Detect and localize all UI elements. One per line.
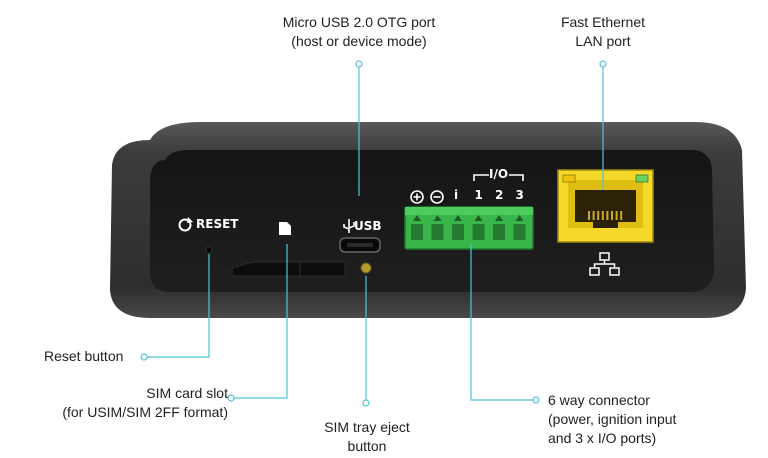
usb-label: USB (354, 219, 382, 233)
pin-label: 2 (495, 188, 503, 202)
ethernet-port (558, 170, 653, 242)
reset-pinhole (206, 247, 212, 253)
callout-line: button (312, 437, 422, 456)
callout-ethernet: Fast Ethernet LAN port (553, 13, 653, 51)
pin-label: 3 (516, 188, 524, 202)
callout-micro-usb: Micro USB 2.0 OTG port (host or device m… (270, 13, 448, 51)
callout-connector: 6 way connector (power, ignition input a… (548, 391, 676, 448)
pin-label: 1 (475, 188, 483, 202)
callout-line: SIM card slot (22, 384, 228, 403)
callout-reset: Reset button (44, 347, 123, 366)
ethernet-contact (616, 211, 618, 220)
callout-line: (host or device mode) (270, 32, 448, 51)
sim-eject-hole (361, 263, 371, 273)
callout-sim-eject: SIM tray eject button (312, 418, 422, 456)
ethernet-contact (602, 211, 604, 220)
callout-line: SIM tray eject (312, 418, 422, 437)
ethernet-contact (588, 211, 590, 220)
pin-label: i (454, 188, 458, 202)
callout-line: and 3 x I/O ports) (548, 429, 676, 448)
ethernet-contact (611, 211, 613, 220)
ethernet-contact (597, 211, 599, 220)
io-group-label: I/O (489, 167, 508, 181)
callout-line: 6 way connector (548, 391, 676, 410)
connector-pin-socket (432, 224, 444, 240)
ethernet-contact (620, 211, 622, 220)
connector-pin-socket (411, 224, 423, 240)
callout-sim-slot: SIM card slot (for USIM/SIM 2FF format) (22, 384, 228, 422)
callout-line: (for USIM/SIM 2FF format) (22, 403, 228, 422)
connector-pin-socket (452, 224, 464, 240)
reset-label: RESET (196, 217, 238, 231)
ethernet-contact (606, 211, 608, 220)
callout-line: (power, ignition input (548, 410, 676, 429)
connector-pin-socket (493, 224, 505, 240)
sim-slot (232, 262, 345, 276)
callout-line: Micro USB 2.0 OTG port (270, 13, 448, 32)
ethernet-contact (593, 211, 595, 220)
callout-line: LAN port (553, 32, 653, 51)
connector-pin-socket (473, 224, 485, 240)
connector-pin-socket (514, 224, 526, 240)
callout-line: Fast Ethernet (553, 13, 653, 32)
callout-line: Reset button (44, 347, 123, 366)
